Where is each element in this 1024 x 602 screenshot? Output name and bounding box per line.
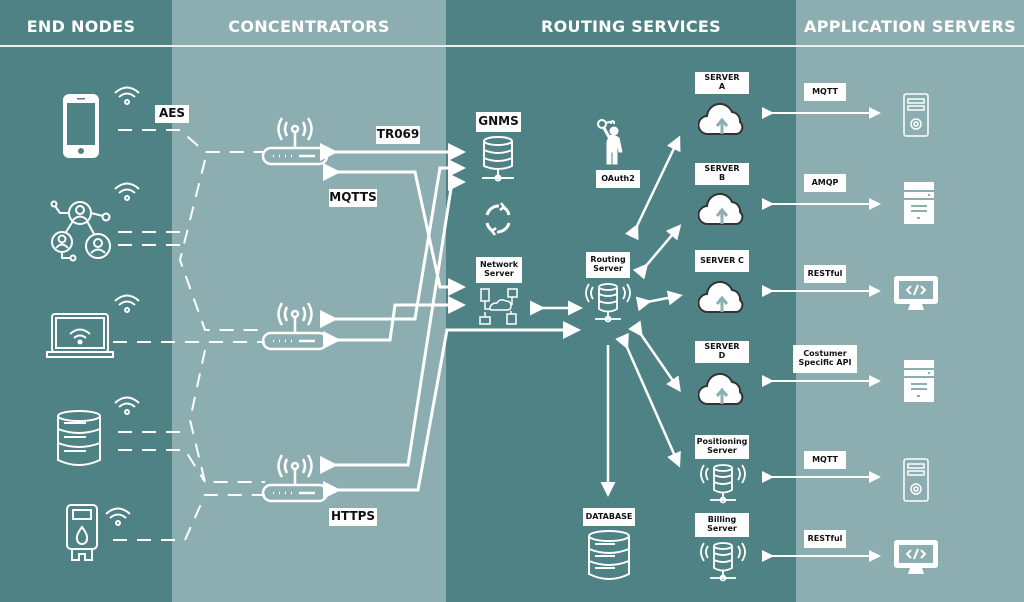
gateway-icon: [261, 454, 329, 503]
protocol-label-b: AMQP: [804, 174, 846, 192]
link-mid-to-network: [323, 296, 466, 349]
column-title-end-nodes: END NODES: [26, 17, 136, 36]
protocol-label-d: Costumer Specific API: [793, 345, 857, 373]
server-b-label: SERVER B: [695, 163, 749, 185]
link-routing-server-b: [632, 224, 682, 280]
header-divider: [0, 45, 1024, 47]
database-icon: [57, 410, 101, 466]
label-database: DATABASE: [583, 508, 635, 526]
label-mqtts: MQTTS: [329, 189, 377, 207]
code-monitor-icon: [894, 540, 938, 574]
wifi-icon: [105, 507, 131, 526]
positioning-server-label: Positioning Server: [695, 435, 749, 459]
gnms-database-icon: [482, 136, 514, 182]
smartphone-icon: [63, 94, 99, 158]
label-https: HTTPS: [329, 508, 377, 526]
wireless-database-icon: [700, 464, 746, 504]
gateway-icon: [261, 302, 329, 351]
wireless-links: [113, 129, 265, 541]
cloud-upload-icon: [698, 372, 744, 406]
app-links: [762, 107, 881, 562]
protocol-label-positioning: MQTT: [804, 451, 846, 469]
server-box-icon: [904, 182, 934, 224]
column-title-application-servers: APPLICATION SERVERS: [804, 17, 1016, 36]
cloud-upload-icon: [698, 280, 744, 314]
tower-pc-icon: [903, 93, 929, 137]
routing-links: [530, 135, 683, 497]
server-c-label: SERVER C: [695, 250, 749, 272]
column-title-concentrators: CONCENTRATORS: [228, 17, 390, 36]
protocol-label-c: RESTful: [804, 265, 846, 283]
routing-server-icon: [585, 283, 631, 323]
tower-pc-icon: [903, 458, 929, 502]
link-bottom-to-gnms: [320, 173, 466, 474]
link-https: [323, 321, 581, 499]
server-box-icon: [904, 360, 934, 402]
cloud-upload-icon: [698, 102, 744, 136]
wireless-database-icon: [700, 542, 746, 582]
sync-icon: [485, 202, 511, 236]
label-aes: AES: [155, 105, 189, 123]
link-tree-lower: [188, 349, 265, 483]
server-a-label: SERVER A: [695, 72, 749, 94]
label-gnms: GNMS: [476, 112, 521, 132]
gateway-icon: [261, 117, 329, 166]
billing-server-label: Billing Server: [695, 513, 749, 537]
wifi-icon: [114, 182, 140, 201]
label-tr069: TR069: [376, 126, 420, 144]
link-routing-server-c: [635, 290, 683, 312]
network-server-icon: [479, 288, 518, 325]
link-tree-upper: [178, 159, 265, 331]
oauth-key-person-icon: [597, 119, 623, 165]
column-title-routing-services: ROUTING SERVICES: [541, 17, 721, 36]
protocol-label-a: MQTT: [804, 83, 846, 101]
database-icon: [588, 530, 630, 580]
link-routing-server-d: [628, 320, 681, 393]
cloud-upload-icon: [698, 192, 744, 226]
link-db-b: [118, 449, 206, 483]
label-oauth2: OAuth2: [596, 170, 640, 188]
people-network-icon: [50, 200, 111, 262]
link-smartphone: [118, 129, 265, 153]
label-routing-server: Routing Server: [586, 252, 630, 278]
protocol-label-billing: RESTful: [804, 530, 846, 548]
laptop-icon: [46, 313, 114, 358]
concentrator-links: [320, 143, 581, 499]
wifi-icon: [114, 86, 140, 105]
link-routing-server-a: [624, 135, 681, 241]
server-d-label: SERVER D: [695, 341, 749, 363]
wifi-icon: [114, 294, 140, 313]
link-routing-positioning: [615, 332, 681, 468]
wifi-icon: [114, 396, 140, 415]
label-network-server: Network Server: [476, 257, 522, 283]
water-meter-icon: [66, 504, 98, 561]
link-meter: [113, 494, 265, 541]
code-monitor-icon: [894, 276, 938, 310]
